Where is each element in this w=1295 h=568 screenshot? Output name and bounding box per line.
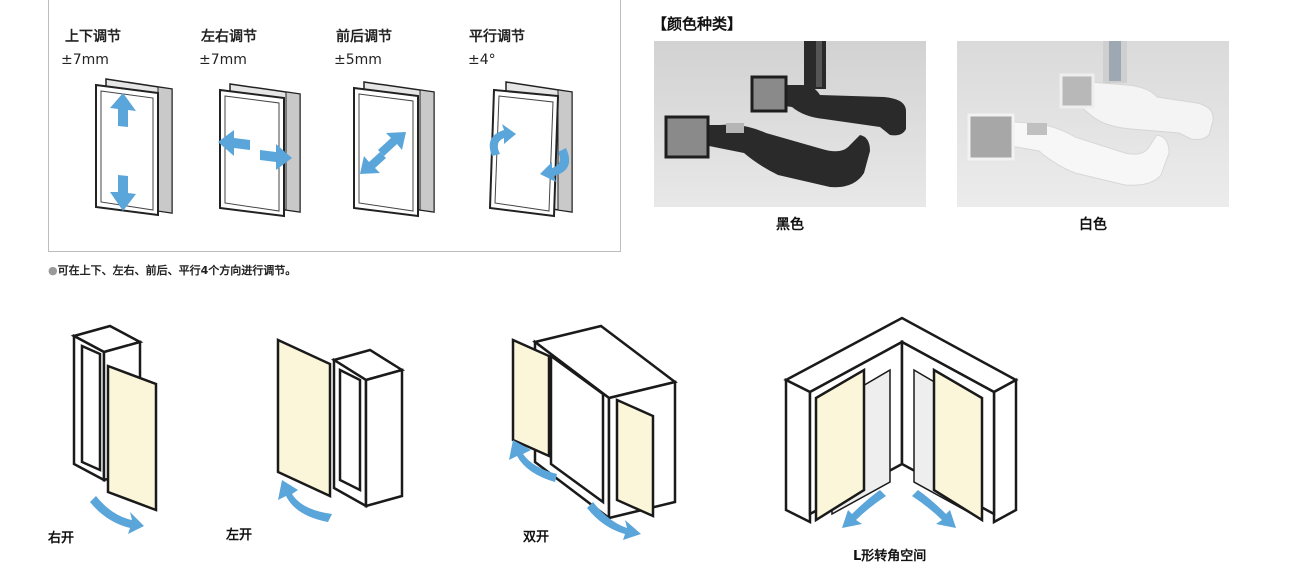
double-open-door-icon bbox=[509, 324, 678, 540]
rotation-adjust-icon bbox=[488, 81, 573, 218]
adjust-value-vertical: ±7mm bbox=[61, 52, 109, 68]
adjust-title-horizontal: 左右调节 bbox=[201, 29, 257, 45]
l-corner-label: L形转角空间 bbox=[853, 549, 927, 564]
adjust-value-rotation: ±4° bbox=[468, 52, 496, 68]
adjust-title-depth: 前后调节 bbox=[336, 29, 392, 45]
adjustment-panel bbox=[48, 0, 621, 252]
white-hinge-photo bbox=[957, 41, 1229, 207]
white-color-label: 白色 bbox=[1079, 217, 1107, 233]
adjust-title-rotation: 平行调节 bbox=[469, 29, 525, 45]
adjust-title-vertical: 上下调节 bbox=[65, 29, 121, 45]
left-open-door-icon bbox=[276, 338, 406, 522]
vertical-adjust-icon bbox=[95, 78, 173, 217]
black-hinge-photo bbox=[654, 41, 926, 207]
adjust-value-horizontal: ±7mm bbox=[199, 52, 247, 68]
colors-section-title: 【颜色种类】 bbox=[652, 15, 743, 33]
black-color-label: 黑色 bbox=[776, 217, 804, 233]
double-open-label: 双开 bbox=[523, 530, 550, 545]
adjust-note: ●可在上下、左右、前后、平行4个方向进行调节。 bbox=[48, 264, 297, 277]
right-open-label: 右开 bbox=[48, 531, 75, 546]
l-corner-door-icon bbox=[783, 316, 1019, 528]
horizontal-adjust-icon bbox=[218, 83, 301, 218]
adjust-value-depth: ±5mm bbox=[334, 52, 382, 68]
left-open-label: 左开 bbox=[226, 528, 253, 543]
depth-adjust-icon bbox=[353, 81, 435, 218]
right-open-door-icon bbox=[70, 324, 158, 534]
